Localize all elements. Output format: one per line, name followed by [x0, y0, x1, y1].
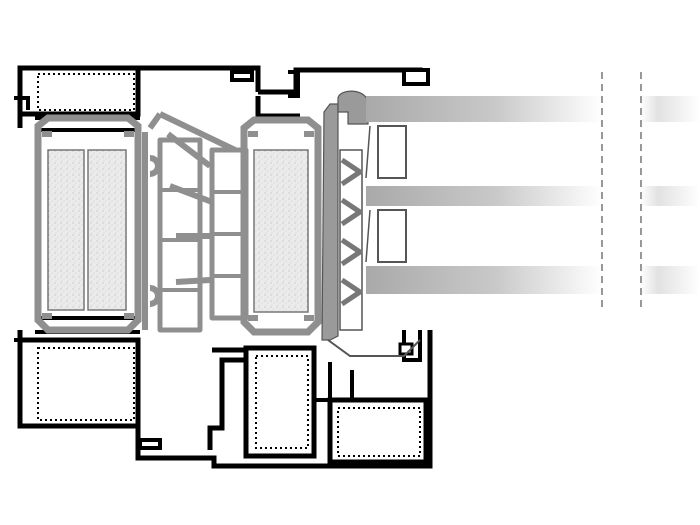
frame-top-cap	[402, 68, 430, 86]
gasket-base	[327, 339, 421, 357]
frame-top-rail-2	[258, 67, 423, 95]
glass-pane-3-continued	[640, 266, 700, 294]
gasket-teeth	[340, 157, 363, 307]
frame-top-step-2	[255, 96, 300, 119]
glass-panes	[365, 96, 700, 294]
glass-pane-1-continued	[640, 96, 700, 122]
glass-pane-1	[366, 96, 602, 122]
frame-right-bottom-box-inner	[337, 407, 421, 457]
glass-spacers	[377, 125, 407, 263]
left-insulation-core-2	[87, 149, 127, 311]
web-chamber-dividers	[160, 188, 200, 292]
frame-right-bottom-webs	[312, 362, 354, 402]
middle-thermal-web	[142, 111, 249, 333]
right-sash-profile	[240, 116, 322, 336]
glass-pane-2-continued	[640, 186, 700, 206]
frame-bottom-tube-inner	[37, 347, 135, 421]
glass-pane-2	[366, 186, 602, 206]
web-chamber	[157, 137, 203, 333]
left-sash-outline	[34, 114, 142, 334]
right-insulation-core	[253, 149, 309, 313]
frame-top-tube-inner	[37, 73, 135, 111]
break-lines	[601, 72, 642, 312]
left-insulation-core-1	[47, 149, 85, 311]
web-hook-top	[149, 155, 161, 177]
glazing-gasket	[321, 90, 421, 357]
left-sash-lugs	[42, 131, 134, 319]
right-sash-lugs	[248, 131, 314, 321]
gasket-inner-channel	[339, 149, 363, 331]
gasket-strip	[321, 103, 339, 341]
frame-top-tube	[17, 65, 141, 117]
frame-bottom-rail	[135, 330, 433, 469]
frame-top-rail	[138, 65, 261, 92]
frame-bottom-clip	[138, 438, 162, 450]
frame-top-step	[288, 70, 300, 98]
glass-sealant-lines	[365, 125, 371, 263]
glass-pane-3	[366, 266, 602, 294]
frame-bottom-tube	[17, 337, 141, 429]
left-sash-profile	[34, 114, 142, 334]
frame-right-bottom-box	[327, 397, 429, 465]
right-sash-outline	[240, 116, 322, 336]
frame-left-hooks	[14, 96, 30, 354]
web-diagonals	[147, 112, 214, 285]
gasket-top-lip	[337, 90, 369, 125]
web-glazing-dividers	[212, 190, 246, 278]
frame-top-clip	[230, 70, 254, 82]
web-hook-bottom	[149, 285, 161, 307]
web-left-post	[142, 111, 237, 330]
frame-bottom-box-inner	[255, 355, 309, 449]
outer-frame-profile	[14, 65, 433, 469]
frame-bottom-box	[243, 345, 317, 459]
